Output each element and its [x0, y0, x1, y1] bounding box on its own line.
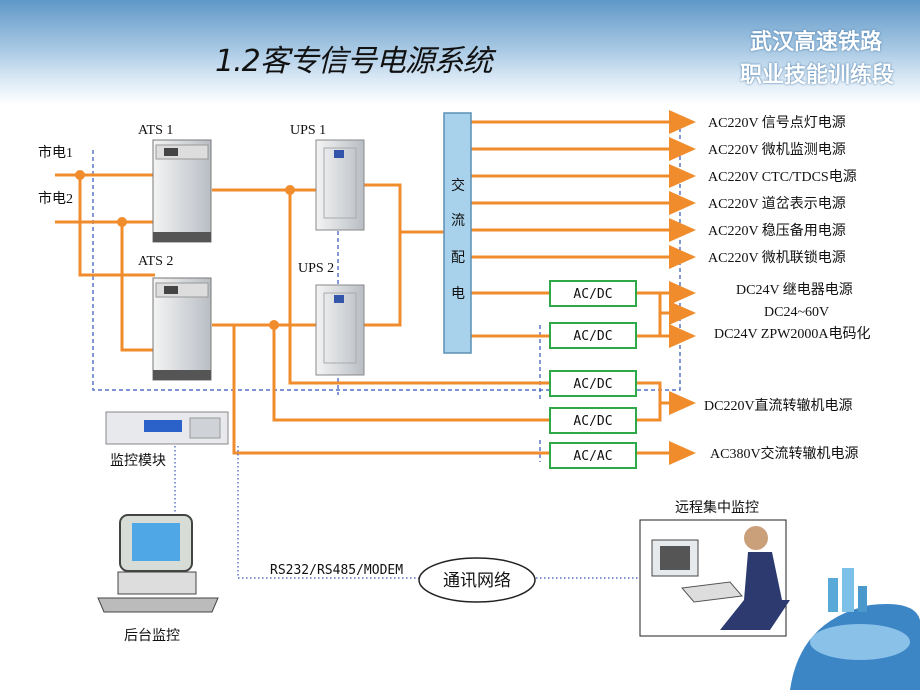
output-label-8: DC24~60V: [764, 305, 829, 320]
output-label-9: DC24V ZPW2000A电码化: [714, 326, 870, 342]
ups-2-label: UPS 2: [298, 261, 334, 276]
backend-monitor-label: 后台监控: [124, 628, 180, 644]
monitoring-module-device: [105, 411, 229, 445]
remote-monitor-label: 远程集中监控: [675, 499, 759, 516]
output-label-7: DC24V 继电器电源: [736, 282, 853, 298]
ups-1-cabinet: [315, 139, 365, 231]
ac-distribution-char-3: 配: [451, 251, 465, 266]
backend-computer-icon: [97, 514, 219, 613]
page-title: 1.2客专信号电源系统: [215, 44, 493, 79]
converter-4-label: AC/DC: [573, 414, 612, 429]
output-label-3: AC220V CTC/TDCS电源: [708, 169, 857, 185]
mains-1-label: 市电1: [38, 144, 73, 161]
power-lines: [55, 110, 696, 465]
ats-2-cabinet: [152, 277, 212, 381]
mains-2-label: 市电2: [38, 190, 73, 207]
output-label-5: AC220V 稳压备用电源: [708, 222, 846, 239]
converter-boxes: [549, 280, 637, 469]
network-label: 通讯网络: [443, 571, 511, 590]
ac-distribution-char-2: 流: [451, 213, 465, 229]
comm-line-left: [237, 446, 420, 579]
ups-1-label: UPS 1: [290, 123, 326, 138]
converter-5-label: AC/AC: [573, 449, 612, 464]
ats-1-cabinet: [152, 139, 212, 243]
brand-line-1: 武汉高速铁路: [749, 30, 882, 55]
output-label-6: AC220V 微机联锁电源: [708, 250, 846, 266]
ac-distribution-char-1: 交: [451, 177, 465, 194]
output-label-2: AC220V 微机监测电源: [708, 142, 846, 158]
remote-operator-illustration: [639, 519, 790, 637]
ats-2-label: ATS 2: [138, 254, 173, 269]
output-label-4: AC220V 道岔表示电源: [708, 196, 846, 212]
ac-distribution-panel: [443, 112, 472, 354]
ats-1-label: ATS 1: [138, 123, 173, 138]
junction-dots: [75, 170, 295, 330]
ac-distribution-char-4: 电: [451, 286, 465, 302]
corner-city-globe-decoration: [790, 568, 920, 690]
protocol-label: RS232/RS485/MODEM: [270, 563, 403, 578]
output-label-11: AC380V交流转辙机电源: [710, 445, 859, 462]
converter-2-label: AC/DC: [573, 329, 612, 344]
output-label-10: DC220V直流转辙机电源: [704, 397, 853, 414]
ups-2-cabinet: [315, 284, 365, 376]
converter-1-label: AC/DC: [573, 287, 612, 302]
output-label-1: AC220V 信号点灯电源: [708, 115, 846, 131]
brand-line-2: 职业技能训练段: [739, 63, 894, 88]
monitoring-module-label: 监控模块: [110, 453, 166, 469]
converter-3-label: AC/DC: [573, 377, 612, 392]
network-ellipse: [418, 557, 536, 603]
